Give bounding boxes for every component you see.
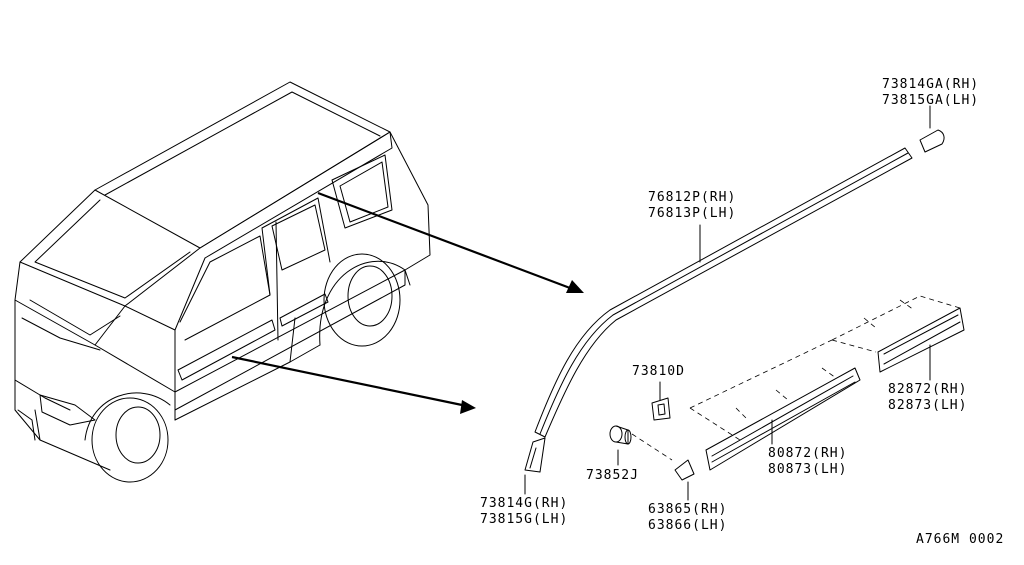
arrow-upper xyxy=(317,191,571,290)
label-82872-rh: 82872(RH) xyxy=(888,382,968,397)
label-63865-rh: 63865(RH) xyxy=(648,502,728,517)
arrow-lower-head xyxy=(460,400,476,414)
end-clip-73814g xyxy=(524,437,546,473)
vehicle-illustration xyxy=(14,81,431,483)
label-80872-rh: 80872(RH) xyxy=(768,446,848,461)
label-73852j: 73852J xyxy=(586,468,639,483)
grommet-73852j xyxy=(609,425,632,445)
label-73815ga-lh: 73815GA(LH) xyxy=(882,93,980,108)
arrow-upper-head xyxy=(566,280,584,293)
callout-arrows xyxy=(231,191,584,414)
label-63866-lh: 63866(LH) xyxy=(648,518,728,533)
clip-73810d xyxy=(651,397,671,421)
dashed-guides xyxy=(631,295,961,461)
label-82873-lh: 82873(LH) xyxy=(888,398,968,413)
leader-lines xyxy=(524,105,931,501)
label-76813p-lh: 76813P(LH) xyxy=(648,206,737,221)
arrow-lower xyxy=(231,355,463,407)
label-80873-lh: 80873(LH) xyxy=(768,462,848,477)
label-76812p-rh: 76812P(RH) xyxy=(648,190,737,205)
drip-moulding-part xyxy=(534,129,945,438)
label-73814g-rh: 73814G(RH) xyxy=(480,496,569,511)
clip-63865 xyxy=(674,459,695,481)
side-moulding-80872 xyxy=(705,367,861,471)
label-73810d: 73810D xyxy=(632,364,685,379)
side-moulding-82872 xyxy=(877,307,965,373)
figure-code: A766M 0002 xyxy=(916,532,1005,547)
label-73815g-lh: 73815G(LH) xyxy=(480,512,569,527)
label-73814ga-rh: 73814GA(RH) xyxy=(882,77,980,92)
